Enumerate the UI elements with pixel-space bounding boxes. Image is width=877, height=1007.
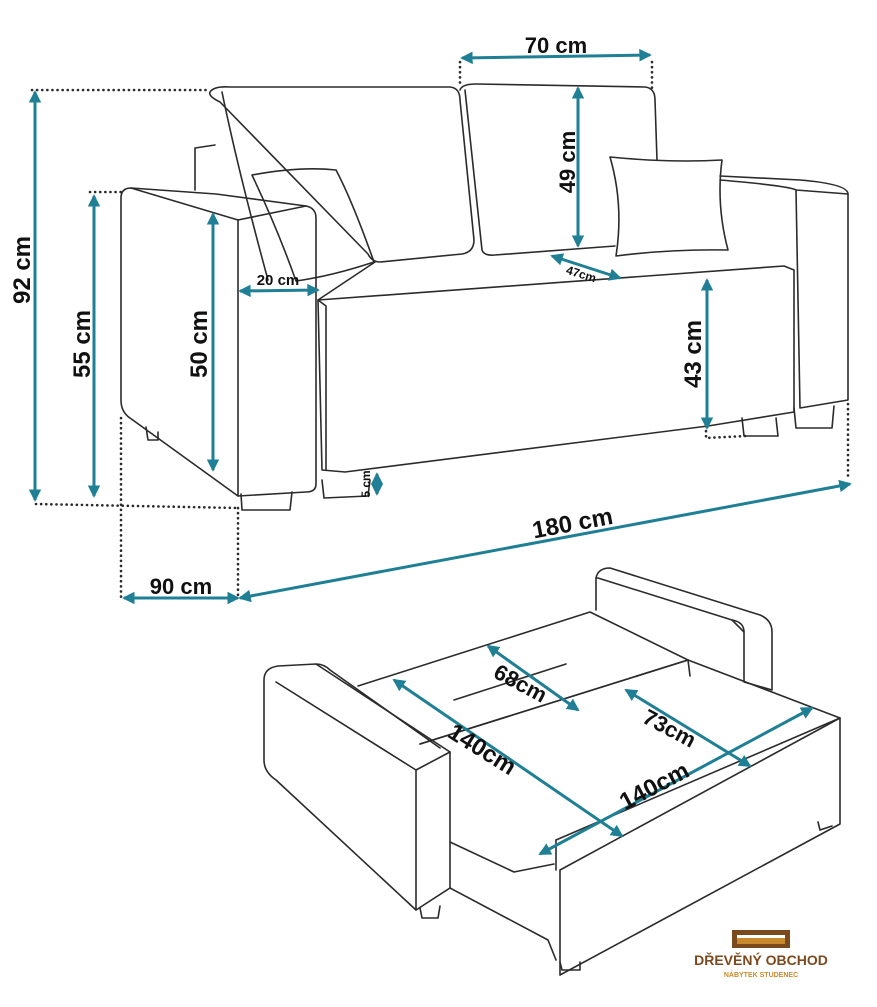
leg-height-label: 5 cm <box>359 470 373 497</box>
seat-height-label: 43 cm <box>680 320 707 388</box>
sofa-outline <box>120 83 849 511</box>
brand-logo: DŘEVĚNÝ OBCHOD NÁBYTEK STUDENEC <box>694 930 828 979</box>
armrest-height-inner-label: 50 cm <box>186 310 213 378</box>
bed-length-1-label: 140cm <box>443 718 521 781</box>
armrest-width-label: 20 cm <box>257 272 300 289</box>
bed-cushion-depth-1-label: 68cm <box>490 659 551 707</box>
total-depth-label: 90 cm <box>150 574 212 599</box>
back-cushion-height-label: 49 cm <box>555 131 580 193</box>
total-height-label: 92 cm <box>9 236 36 304</box>
bed-dimension-arrows <box>392 644 814 856</box>
back-cushion-width-label: 70 cm <box>525 33 587 58</box>
bed-length-2-label: 140cm <box>615 757 694 816</box>
brand-name: DŘEVĚNÝ OBCHOD <box>694 951 828 968</box>
dimension-arrows <box>28 48 852 605</box>
brand-subtitle: NÁBYTEK STUDENEC <box>724 970 798 979</box>
extension-lines <box>30 60 850 600</box>
total-width-label: 180 cm <box>530 503 615 545</box>
bed-icon <box>732 930 790 948</box>
sofa-bed-outline <box>263 567 841 976</box>
bed-cushion-depth-2-label: 73cm <box>639 704 700 752</box>
armrest-height-outer-label: 55 cm <box>69 310 96 378</box>
